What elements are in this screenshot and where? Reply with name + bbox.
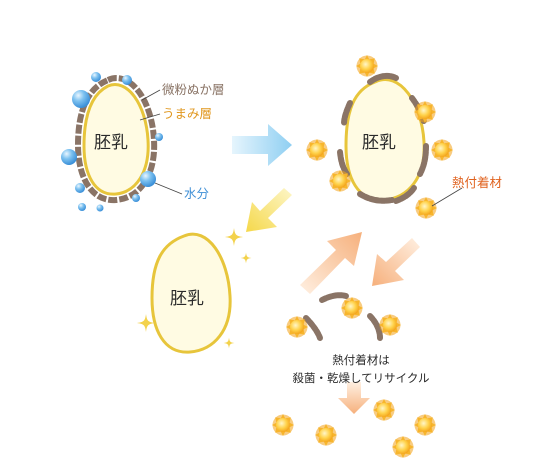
grain-with-heat-material (337, 72, 429, 204)
leader-lines-grain1 (139, 89, 183, 195)
water-droplet-icon (132, 194, 140, 202)
sun-particle-icon (286, 316, 308, 338)
sun-particle-icon (341, 297, 363, 319)
sun-particle-icon (431, 139, 453, 161)
water-droplet-icon (140, 171, 156, 187)
recycle-line-2: 殺菌・乾燥してリサイクル (292, 370, 430, 385)
sun-particle-icon (414, 414, 436, 436)
sun-particle-icon (329, 170, 351, 192)
water-droplet-icon (122, 75, 132, 85)
leader-line-heat (431, 187, 463, 207)
label-endosperm-grain1: 胚乳 (94, 133, 128, 153)
detached-bran-fragments (303, 292, 383, 341)
water-droplets (61, 72, 163, 212)
sun-particle-icon (414, 101, 436, 123)
arrow-icon (338, 382, 370, 414)
label-endosperm-grain2: 胚乳 (362, 133, 396, 153)
water-droplet-icon (72, 90, 90, 108)
recycle-line-1: 熱付着材は (332, 353, 390, 367)
sun-particle-icon (272, 414, 294, 436)
arrow-icon (246, 188, 292, 232)
label-heat-material: 熱付着材 (452, 175, 503, 190)
water-droplet-icon (75, 183, 85, 193)
arrow-icon (372, 238, 420, 286)
sparkle-icon (225, 228, 243, 246)
sparkle-icon (240, 252, 252, 264)
label-endosperm-grain3: 胚乳 (170, 289, 204, 309)
polished-grain (150, 232, 232, 354)
water-droplet-icon (155, 133, 163, 141)
water-droplet-icon (91, 72, 101, 82)
sun-particle-icon (306, 139, 328, 161)
arrow-icon (300, 232, 362, 294)
arrow-icon (232, 124, 292, 166)
sun-particle-icon (379, 314, 401, 336)
water-droplet-icon (78, 203, 86, 211)
grain-with-bran (74, 75, 158, 204)
sun-particle-icon (356, 55, 378, 77)
label-water: 水分 (184, 186, 210, 201)
water-droplet-icon (96, 204, 104, 212)
label-umami-layer: うまみ層 (162, 106, 213, 121)
label-recycle-note: 熱付着材は 殺菌・乾燥してリサイクル (266, 352, 456, 388)
sun-particle-icon (315, 424, 337, 446)
sparkle-icon (223, 337, 235, 349)
label-bran-layer: 微粉ぬか層 (162, 82, 225, 97)
water-droplet-icon (61, 149, 77, 165)
sun-particle-icon (392, 436, 414, 458)
sun-particle-icon (415, 197, 437, 219)
sun-particle-icon (373, 399, 395, 421)
